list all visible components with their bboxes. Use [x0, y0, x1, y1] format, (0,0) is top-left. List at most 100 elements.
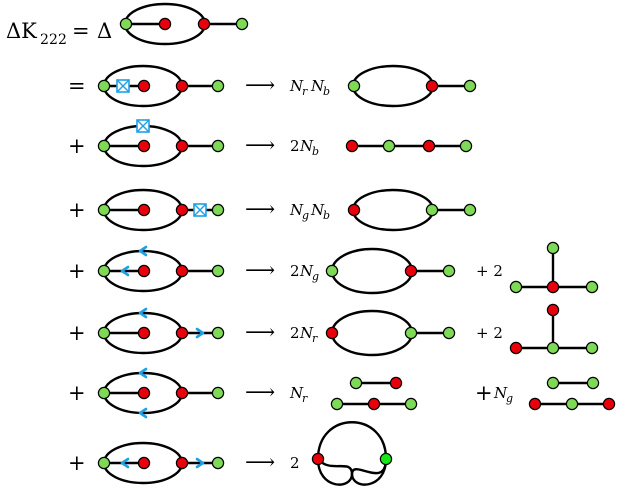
green-vertex	[347, 79, 361, 93]
arrow-chevron-icon	[138, 367, 148, 379]
row-coefficient: 2	[290, 262, 300, 280]
arrow-icon: ⟶	[245, 380, 275, 404]
loop-propagator	[330, 309, 414, 357]
arrow-icon: ⟶	[245, 133, 275, 157]
loop-propagator-top	[316, 421, 388, 460]
row-operator: +	[68, 134, 86, 158]
arrow-chevron-icon	[195, 457, 205, 469]
color-factor: N	[289, 77, 304, 95]
color-factor: N	[310, 201, 325, 219]
counterterm-box-icon	[136, 119, 150, 133]
green-vertex	[379, 452, 393, 466]
row-operator: +	[68, 321, 86, 345]
lhs-subscript-green: 2	[58, 32, 67, 48]
red-vertex	[175, 139, 189, 153]
color-factor-subscript: g	[506, 392, 513, 405]
arrow-icon: ⟶	[245, 73, 275, 97]
loop-propagator	[351, 64, 435, 108]
red-vertex	[325, 326, 339, 340]
green-vertex	[211, 139, 225, 153]
red-vertex	[137, 386, 151, 400]
color-factor: N	[289, 384, 304, 402]
green-vertex	[442, 326, 456, 340]
green-vertex	[546, 241, 560, 255]
arrow-icon: ⟶	[245, 197, 275, 221]
loop-propagator	[330, 247, 414, 295]
lhs-delta-k: ΔK	[6, 19, 37, 43]
color-factor-subscript: g	[302, 209, 309, 222]
row-operator: +	[68, 451, 86, 475]
green-vertex	[97, 203, 111, 217]
green-vertex	[585, 341, 599, 355]
red-vertex	[347, 203, 361, 217]
red-vertex	[137, 326, 151, 340]
green-vertex	[211, 264, 225, 278]
counterterm-cross	[116, 79, 130, 93]
header-equals-sign: =	[72, 19, 90, 43]
red-vertex	[137, 456, 151, 470]
arrow-chevron-icon	[138, 245, 148, 257]
green-vertex	[425, 203, 439, 217]
arrow-icon: ⟶	[245, 258, 275, 282]
red-vertex	[404, 264, 418, 278]
arrow-chevron-icon	[195, 327, 205, 339]
counterterm-cross	[136, 119, 150, 133]
color-factor: N	[299, 324, 314, 342]
row-operator: +	[68, 198, 86, 222]
row-extra-term: + 2	[476, 324, 503, 342]
green-vertex	[565, 397, 579, 411]
diagram-graphics	[97, 2, 616, 486]
green-vertex	[235, 17, 249, 31]
color-factor: N	[493, 384, 508, 402]
green-vertex	[97, 139, 111, 153]
green-vertex	[211, 203, 225, 217]
color-factor-subscript: b	[323, 85, 330, 98]
green-vertex	[97, 386, 111, 400]
red-vertex	[546, 303, 560, 317]
red-vertex	[509, 341, 523, 355]
green-vertex	[211, 386, 225, 400]
color-factor-subscript: b	[312, 145, 319, 158]
header-delta: Δ	[97, 19, 112, 43]
loop-propagator	[351, 188, 435, 232]
color-factor: N	[310, 77, 325, 95]
green-vertex	[211, 326, 225, 340]
green-vertex	[349, 376, 363, 390]
red-vertex	[197, 17, 211, 31]
red-vertex	[175, 386, 189, 400]
green-vertex	[330, 397, 344, 411]
red-vertex	[175, 326, 189, 340]
green-vertex	[97, 326, 111, 340]
color-factor: N	[289, 201, 304, 219]
red-vertex	[425, 79, 439, 93]
color-factor-subscript: g	[312, 270, 319, 283]
row-extra-plus: +	[475, 381, 493, 405]
red-vertex	[158, 17, 172, 31]
red-vertex	[389, 376, 403, 390]
green-vertex	[382, 139, 396, 153]
red-vertex	[175, 456, 189, 470]
red-vertex	[175, 203, 189, 217]
row-operator: +	[68, 259, 86, 283]
color-factor: N	[299, 137, 314, 155]
green-vertex	[119, 17, 133, 31]
green-vertex	[211, 79, 225, 93]
green-vertex	[442, 264, 456, 278]
red-vertex	[422, 139, 436, 153]
color-factor-subscript: b	[323, 209, 330, 222]
red-vertex	[311, 452, 325, 466]
row-operator: +	[68, 381, 86, 405]
green-vertex	[404, 397, 418, 411]
green-vertex	[459, 139, 473, 153]
lhs-subscript-red: 2	[40, 32, 49, 48]
arrow-chevron-icon	[138, 307, 148, 319]
green-vertex	[546, 376, 560, 390]
red-vertex	[137, 203, 151, 217]
green-vertex	[325, 264, 339, 278]
row-coefficient: 2	[290, 137, 300, 155]
row-extra-term: + 2	[476, 262, 503, 280]
color-factor-subscript: r	[302, 392, 308, 405]
